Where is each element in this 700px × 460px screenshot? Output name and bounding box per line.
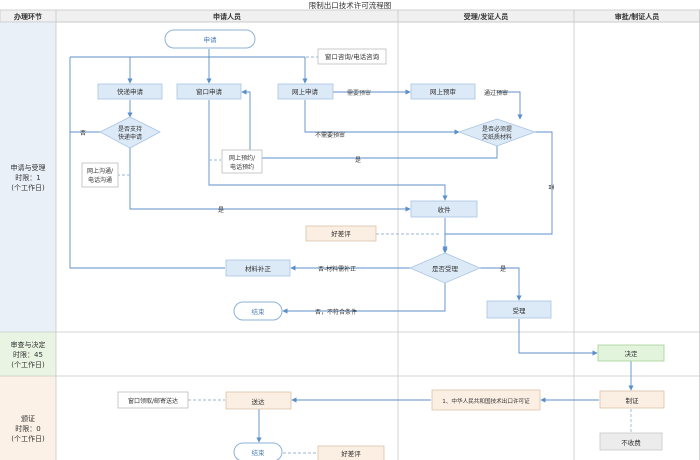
node-apply: 申请	[204, 35, 218, 44]
edge-pretrial-to-check	[497, 91, 523, 120]
column-header-stage: 办理环节	[14, 12, 42, 21]
edge-window-to-receive	[208, 100, 448, 201]
label-no-1: 否	[80, 130, 86, 137]
node-paper-check-line-2: 交纸质材料	[482, 133, 512, 141]
node-accept-check: 是否受理	[432, 264, 459, 273]
edge-yes-to-accept	[480, 267, 522, 301]
lane-issue-line-3: (个工作日)	[11, 434, 45, 443]
lane-issue-line-1: 颁证	[21, 414, 35, 423]
node-express-check-line-1: 是否支持	[118, 125, 142, 133]
node-online-consult-shape	[81, 162, 119, 188]
edge-accept-to-decision	[518, 319, 598, 356]
node-paper-check-line-1: 是否必须提	[482, 125, 512, 133]
node-certify: 制证	[626, 396, 640, 405]
node-express-check-shape	[99, 116, 161, 149]
edge-supplement-loop	[69, 132, 225, 269]
lane-accept-line-2: 时限：1	[15, 173, 40, 182]
column-header-receiver: 受理/发证人员	[464, 12, 509, 21]
lane-review-label: 审查与决定 时限：45 (个工作日)	[11, 340, 46, 369]
chart-title: 限制出口技术许可流程图	[309, 0, 392, 10]
node-supplement: 材料补正	[245, 264, 272, 273]
node-no-fee-shape	[599, 432, 663, 451]
node-online-booking-line-2: 电话预约	[230, 163, 254, 171]
lane-accept-line-3: (个工作日)	[11, 183, 45, 192]
label-no-pretrial: 不需要预审	[315, 131, 345, 139]
edge-labels: 否 是 需要预审 通过预审 不需要预审 是 否 否-材料需补正 是 否，不符合条…	[80, 89, 554, 316]
node-pretrial: 网上预审	[430, 87, 456, 96]
label-pass-pretrial: 通过预审	[484, 89, 508, 97]
node-window-shape	[176, 83, 242, 100]
node-certify-shape	[599, 390, 665, 409]
node-apply-shape	[164, 29, 256, 49]
node-certificate-shape	[431, 389, 541, 411]
node-deliver-shape	[225, 391, 292, 410]
node-paper-check-shape	[457, 118, 537, 147]
label-yes-1: 是	[218, 207, 224, 214]
edge-paper-no	[442, 131, 553, 252]
node-online-booking-shape	[221, 149, 263, 174]
column-header-applicant: 申请人员	[213, 12, 241, 21]
node-end-1: 结束	[252, 307, 266, 316]
node-certificate: 1、中华人民共和国技术出口许可证	[442, 397, 530, 405]
node-online-booking-line-1: 网上预约/	[229, 154, 256, 162]
node-decision: 决定	[625, 349, 639, 358]
node-good-review-2: 好差评	[341, 449, 361, 458]
node-express-shape	[97, 83, 163, 100]
lane-issue-line-2: 时限：0	[15, 424, 40, 433]
node-supplement-shape	[225, 259, 291, 277]
node-online-shape	[277, 83, 334, 100]
node-receive: 收件	[438, 205, 452, 214]
node-accept: 受理	[513, 306, 527, 315]
node-deliver: 送达	[252, 397, 266, 406]
node-no-fee: 不收费	[621, 438, 641, 447]
label-need-pretrial: 需要预审	[347, 89, 371, 97]
lane-accept-line-1: 申请与受理	[11, 163, 46, 172]
node-online-consult-line-2: 电话沟通	[88, 176, 112, 184]
node-online-consult-line-1: 网上沟通/	[87, 167, 114, 175]
node-pickup: 窗口领取/邮寄送达	[128, 397, 178, 405]
node-good-review-1-shape	[305, 225, 377, 242]
connectors	[69, 49, 634, 454]
lane-review-line-3: (个工作日)	[11, 360, 45, 369]
edge-paper-yes	[241, 89, 498, 159]
node-receive-shape	[410, 200, 478, 218]
node-end-2-shape	[233, 442, 283, 460]
node-decision-shape	[597, 344, 665, 362]
label-yes-2: 是	[355, 157, 361, 164]
node-accept-check-shape	[408, 252, 482, 284]
node-express: 快递申请	[117, 87, 144, 96]
label-no-supplement: 否-材料需补正	[318, 265, 356, 273]
node-good-review-1: 好差评	[331, 229, 351, 238]
node-online: 网上申请	[292, 87, 319, 96]
edge-express-no	[69, 57, 102, 133]
node-end-2: 结束	[252, 448, 266, 457]
node-end-1-shape	[233, 301, 283, 321]
edge-express-yes	[129, 148, 411, 212]
edge-no-pretrial	[304, 100, 460, 135]
node-good-review-2-shape	[317, 445, 385, 460]
node-consult: 窗口咨询/电话咨询	[325, 52, 380, 61]
node-pretrial-shape	[410, 83, 476, 100]
column-header-approver: 审批/制证人员	[615, 12, 660, 21]
node-window: 窗口申请	[196, 87, 223, 96]
edge-to-end-1	[282, 283, 446, 314]
node-consult-shape	[317, 48, 387, 65]
label-no-2: 否	[547, 184, 554, 190]
label-no-reject: 否，不符合条件	[315, 308, 357, 316]
node-accept-shape	[486, 300, 552, 319]
node-pickup-shape	[117, 391, 189, 409]
label-yes-4: 是	[500, 266, 506, 273]
lane-accept-label: 申请与受理 时限：1 (个工作日)	[11, 163, 46, 192]
node-express-check-line-2: 快递申请	[118, 133, 142, 141]
lane-review-line-2: 时限：45	[13, 350, 43, 359]
lane-review-line-1: 审查与决定	[11, 340, 46, 349]
nodes: 申请 窗口咨询/电话咨询 快递申请 窗口申请 网上申请 网上预审 是否支持 快递…	[81, 29, 665, 460]
lane-issue-label: 颁证 时限：0 (个工作日)	[11, 414, 45, 443]
